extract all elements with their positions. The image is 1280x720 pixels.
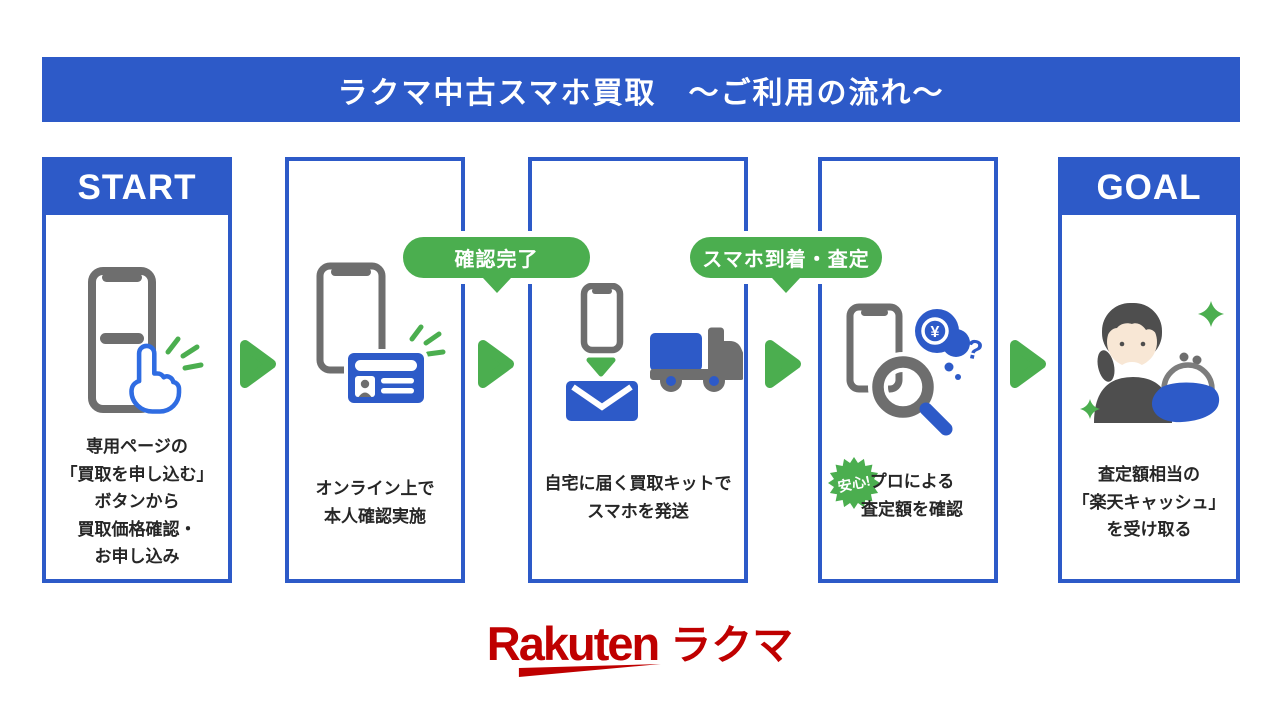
logo-underline-swoosh <box>518 664 661 677</box>
caption-line: オンライン上で <box>315 479 435 498</box>
caption-line: 本人確認実施 <box>324 506 426 526</box>
step-caption: プロによる 査定額を確認 <box>830 468 994 523</box>
step-box-appraisal: ¥ ? 安心! プロによる 査定額を確認 <box>818 157 998 583</box>
rakuten-brand-text: Rakuten <box>486 617 661 677</box>
badge-label: 確認完了 <box>454 249 539 271</box>
caption-line: ボタンから <box>94 492 180 511</box>
step-box-shipping: 自宅に届く買取キットで スマホを発送 <box>528 157 748 583</box>
caption-line: スマホを発送 <box>587 501 689 521</box>
appraisal-magnifier-icon: ¥ ? <box>846 303 985 436</box>
sparkle-icon <box>1198 301 1224 327</box>
buyback-kit-truck-icon <box>566 283 743 421</box>
caption-line: 自宅に届く買取キットで <box>544 474 732 493</box>
person-coin-purse-icon <box>1080 301 1224 423</box>
step-box-identity: オンライン上で 本人確認実施 <box>285 157 465 583</box>
id-card-icon <box>344 349 428 407</box>
sparkle-icon <box>1080 399 1100 419</box>
burst-label: 安心! <box>836 472 872 495</box>
badge-label: スマホ到着・査定 <box>702 249 870 271</box>
down-arrow-icon <box>586 357 616 377</box>
brand-label: Rakuten <box>486 617 660 670</box>
start-tag: START <box>46 161 228 215</box>
goal-tag: GOAL <box>1062 161 1236 215</box>
question-mark: ? <box>963 333 985 366</box>
title-banner: ラクマ中古スマホ買取 ～ご利用の流れ～ <box>42 57 1240 122</box>
caption-line: 「買取を申し込む」 <box>60 464 214 484</box>
flow-arrow-icon <box>240 340 276 388</box>
price-question-bubble-icon: ¥ ? <box>915 309 985 380</box>
flow-arrow-icon <box>765 340 801 388</box>
reassurance-burst-badge: 安心! <box>828 457 880 509</box>
step-box-goal: GOAL 査定額相当の 「楽天キャッシュ」 <box>1058 157 1240 583</box>
smartphone-id-card-icon <box>316 262 446 407</box>
caption-line: 買取価格確認・ <box>77 519 197 539</box>
click-sparks-icon <box>165 336 204 371</box>
status-badge-verification-done: 確認完了 <box>403 237 590 293</box>
magnifier-icon <box>868 352 953 436</box>
yen-symbol: ¥ <box>931 324 940 341</box>
envelope-icon <box>566 381 638 421</box>
step-box-start: START 専用ページの 「買取を申し込む」 ボタンから 買取価格確認・ お申し… <box>42 157 232 583</box>
smartphone-tap-icon <box>88 267 204 414</box>
step-caption: オンライン上で 本人確認実施 <box>289 475 461 530</box>
rakuten-rakuma-logo: Rakuten ラクマ <box>486 617 794 677</box>
caption-line: 専用ページの <box>86 437 188 456</box>
caption-line: 査定額相当の <box>1098 465 1200 484</box>
rakuma-service-text: ラクマ <box>670 622 794 668</box>
truck-icon <box>650 327 743 392</box>
step-caption: 自宅に届く買取キットで スマホを発送 <box>532 470 744 525</box>
flow-arrow-icon <box>478 340 514 388</box>
person-icon <box>1094 303 1172 423</box>
click-sparks-icon <box>409 324 446 357</box>
step-caption: 専用ページの 「買取を申し込む」 ボタンから 買取価格確認・ お申し込み <box>46 433 228 571</box>
flow-arrow-icon <box>1010 340 1046 388</box>
smartphone-icon <box>580 283 624 354</box>
caption-line: お申し込み <box>94 547 180 566</box>
caption-line: 「楽天キャッシュ」 <box>1072 492 1226 512</box>
step-caption: 査定額相当の 「楽天キャッシュ」 を受け取る <box>1062 461 1236 544</box>
coin-purse-icon <box>1152 352 1220 423</box>
tap-hand-icon <box>129 343 182 414</box>
caption-line: プロによる <box>869 472 955 491</box>
caption-line: を受け取る <box>1106 520 1192 539</box>
page-title: ラクマ中古スマホ買取 ～ご利用の流れ～ <box>337 76 945 110</box>
caption-line: 査定額を確認 <box>861 499 963 519</box>
status-badge-phone-arrived: スマホ到着・査定 <box>690 237 882 293</box>
